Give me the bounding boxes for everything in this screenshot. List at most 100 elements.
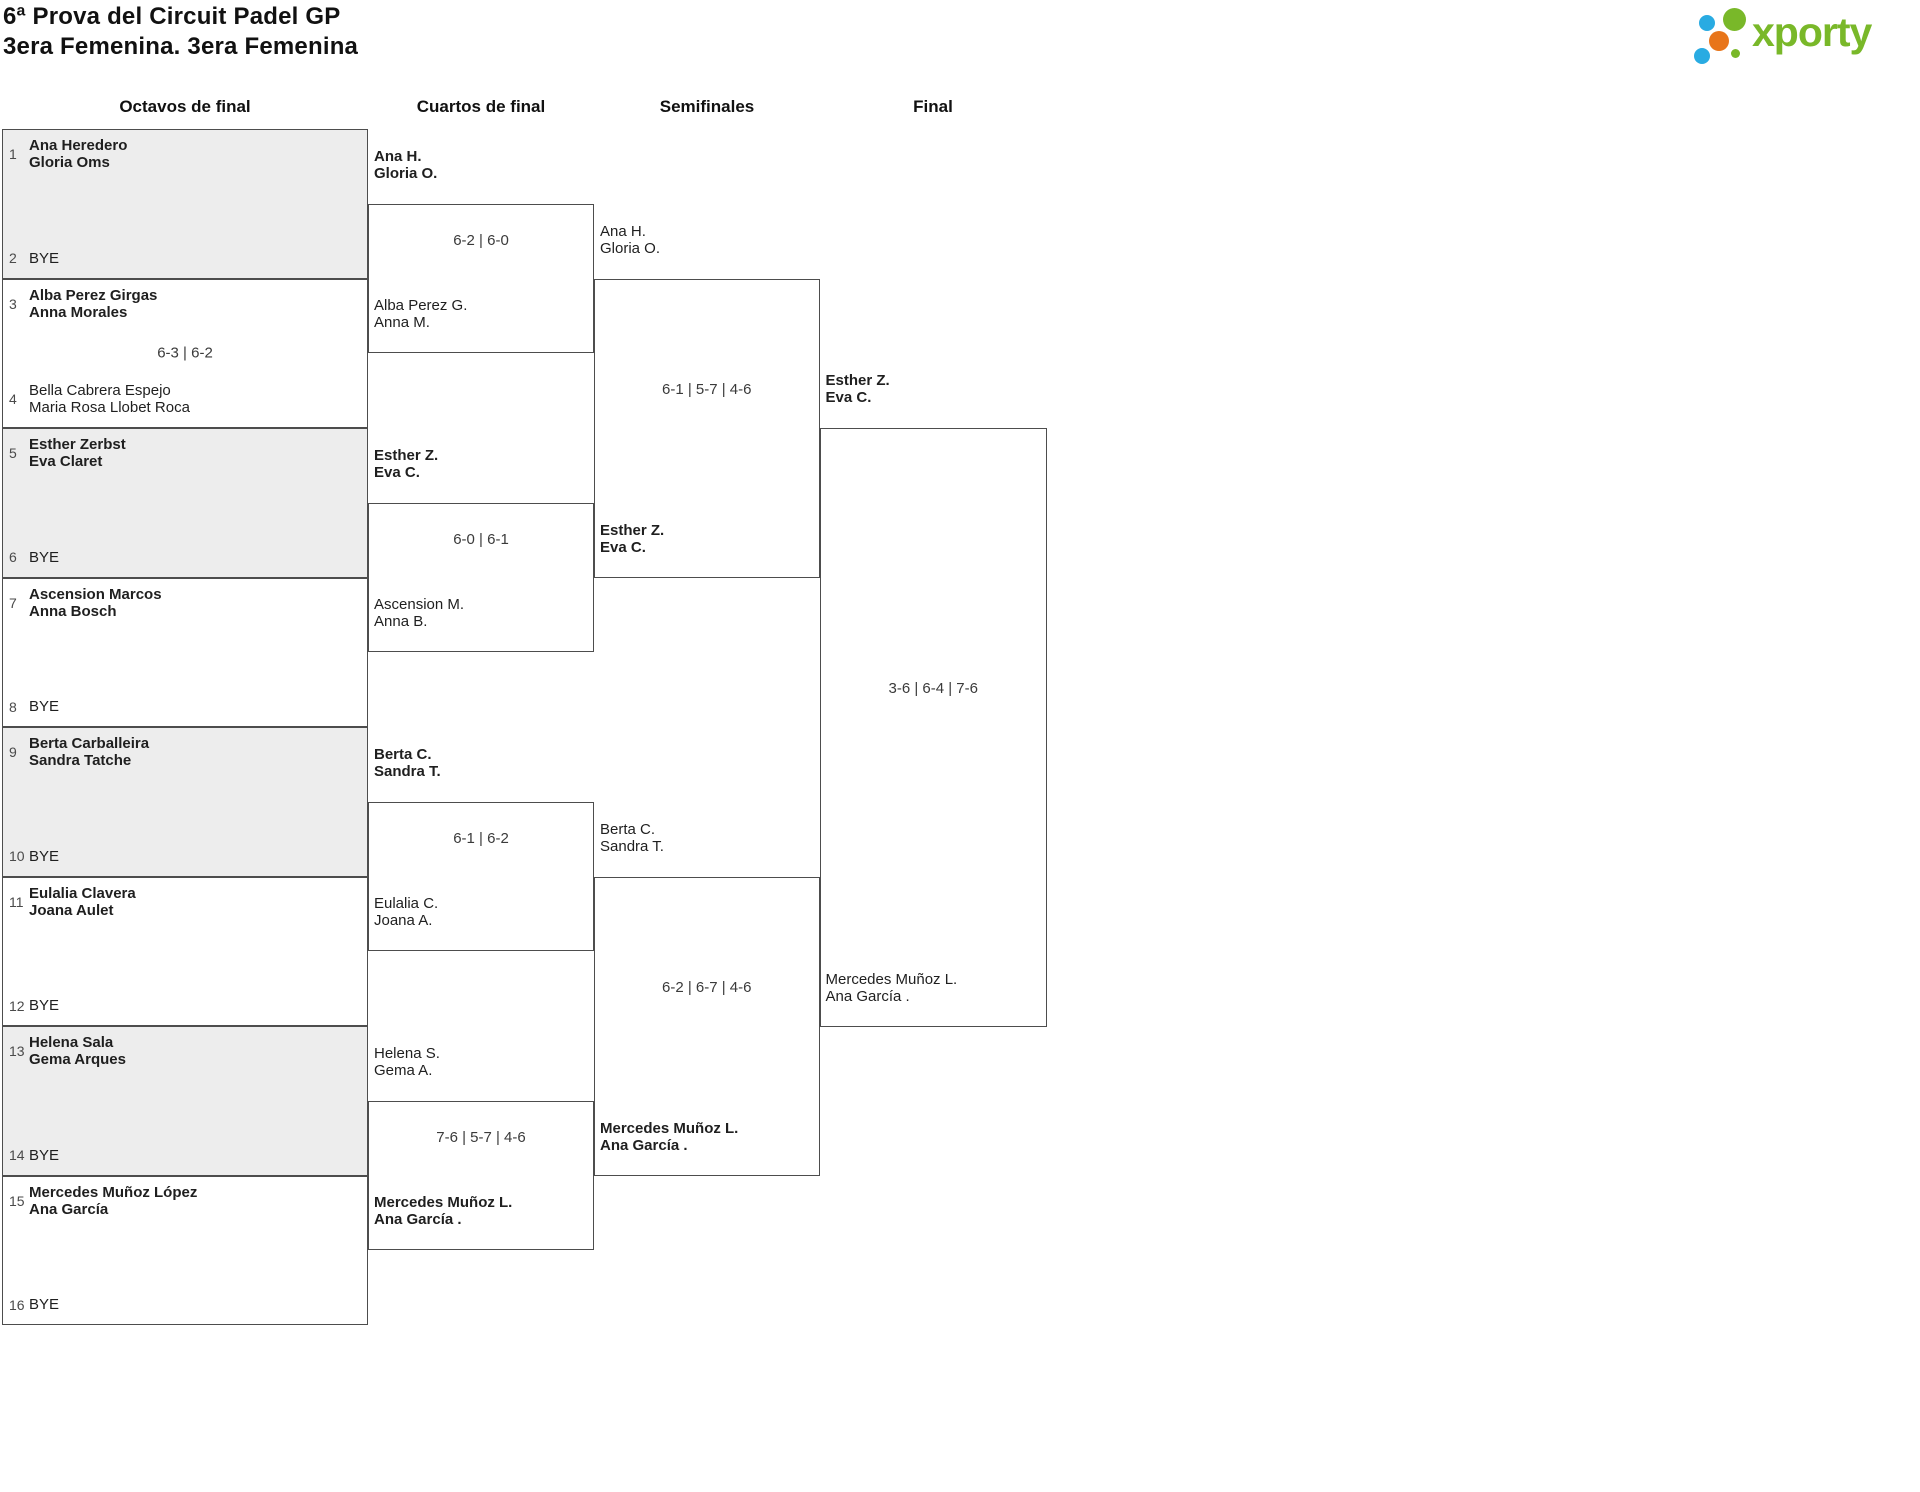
team-name-line: Eva Claret	[29, 453, 103, 470]
team-name-line: Mercedes Muñoz L.	[600, 1119, 739, 1137]
team-name-line: Sandra T.	[600, 837, 664, 855]
seed-number: 6	[9, 549, 17, 565]
team-name-line: Eulalia C.	[374, 895, 439, 913]
team-name-line: Ascension Marcos	[29, 585, 162, 603]
round-header-cuartos: Cuartos de final	[416, 97, 546, 116]
team-row-bottom: 2 BYE	[3, 250, 367, 267]
team-names: Ana H.Gloria O.	[600, 223, 660, 257]
seed-number: 2	[9, 250, 17, 266]
bye-label: BYE	[29, 997, 60, 1014]
team-names: Berta C.Sandra T.	[374, 746, 441, 780]
team-name-line: Gema Arques	[29, 1051, 126, 1068]
team-names: Ascension M.Anna B.	[374, 596, 464, 630]
team-label: Alba Perez G.Anna M.	[374, 297, 467, 331]
team-names: Eulalia C.Joana A.	[374, 895, 438, 929]
team-name-line: Ana García .	[600, 1136, 688, 1154]
seed-number: 4	[9, 391, 17, 407]
seed-number: 15	[9, 1192, 25, 1209]
seed-number: 3	[9, 295, 17, 312]
xporty-logo[interactable]: xporty	[1682, 2, 1902, 72]
tournament-title: 6ª Prova del Circuit Padel GP	[3, 3, 341, 30]
team-name-line: Esther Z.	[374, 446, 439, 464]
team-names: Mercedes Muñoz L.Ana García .	[826, 971, 958, 1005]
match-score: 3-6 | 6-4 | 7-6	[888, 680, 978, 697]
match-score: 6-1 | 5-7 | 4-6	[661, 381, 752, 398]
team-names: Ana H.Gloria O.	[374, 148, 437, 182]
quarterfinals-match-box	[368, 502, 594, 653]
final-match-box	[819, 427, 1047, 1027]
logo-dot-blue-bottom	[1694, 48, 1710, 64]
team-name-line: Bella Cabrera Espejo	[29, 382, 171, 399]
team-name-line: Anna B.	[374, 613, 428, 631]
seed-number: 8	[9, 698, 17, 715]
team-row-bottom: 8 BYE	[3, 698, 367, 715]
brand-wordmark: xporty	[1752, 9, 1872, 55]
match-score: 7-6 | 5-7 | 4-6	[436, 1128, 526, 1146]
team-name-line: Gloria O.	[600, 239, 661, 257]
logo-dot-blue-top	[1699, 15, 1715, 31]
page-title: 6ª Prova del Circuit Padel GP 3era Femen…	[3, 2, 358, 62]
team-name-line: Eulalia Clavera	[29, 884, 136, 902]
round-header-final: Final	[913, 97, 953, 116]
seed-number: 5	[9, 445, 17, 461]
team-names: BYE	[29, 549, 59, 566]
round-header-semifinales: Semifinales	[659, 97, 755, 116]
team-name-line: Berta Carballeira	[29, 735, 150, 752]
team-name-line: Alba Perez G.	[374, 297, 468, 315]
bye-label: BYE	[29, 1296, 60, 1313]
team-name-line: Joana A.	[374, 912, 433, 930]
team-name-line: Alba Perez Girgas	[29, 286, 158, 304]
bye-label: BYE	[29, 249, 60, 267]
team-names: BYE	[29, 997, 59, 1014]
team-name-line: Anna Bosch	[29, 602, 117, 620]
team-names: Mercedes Muñoz L.Ana García .	[600, 1120, 738, 1154]
seed-number: 9	[9, 744, 17, 760]
team-label: Berta C.Sandra T.	[374, 746, 441, 780]
seed-number: 7	[9, 594, 17, 611]
team-name-line: Sandra T.	[374, 762, 441, 780]
team-label: Helena S.Gema A.	[374, 1045, 440, 1079]
team-label: Mercedes Muñoz L.Ana García .	[600, 1120, 738, 1154]
team-name-line: Anna Morales	[29, 303, 128, 321]
team-names: BYE	[29, 250, 59, 267]
team-name-line: Maria Rosa Llobet Roca	[29, 399, 190, 416]
team-name-line: Sandra Tatche	[29, 752, 132, 769]
quarterfinals-match-box	[368, 1100, 594, 1251]
team-label: Ascension M.Anna B.	[374, 596, 464, 630]
team-name-line: Mercedes Muñoz López	[29, 1183, 198, 1201]
bye-label: BYE	[29, 1146, 60, 1164]
team-name-line: Esther Z.	[600, 521, 665, 539]
team-name-line: Eva C.	[825, 388, 872, 406]
team-name-line: Gema A.	[374, 1061, 433, 1079]
match-score: 6-1 | 6-2	[453, 829, 509, 847]
team-label: Berta C.Sandra T.	[600, 821, 664, 855]
bye-label: BYE	[29, 548, 60, 566]
team-name-line: Ana H.	[374, 147, 422, 165]
team-label: Ana H.Gloria O.	[374, 148, 437, 182]
bye-label: BYE	[29, 698, 60, 715]
logo-dot-green-small	[1731, 49, 1740, 58]
team-name-line: Eva C.	[600, 538, 646, 556]
team-names: BYE	[29, 1296, 59, 1313]
team-row-bottom: 6 BYE	[3, 549, 367, 566]
team-name-line: Berta C.	[374, 745, 432, 763]
